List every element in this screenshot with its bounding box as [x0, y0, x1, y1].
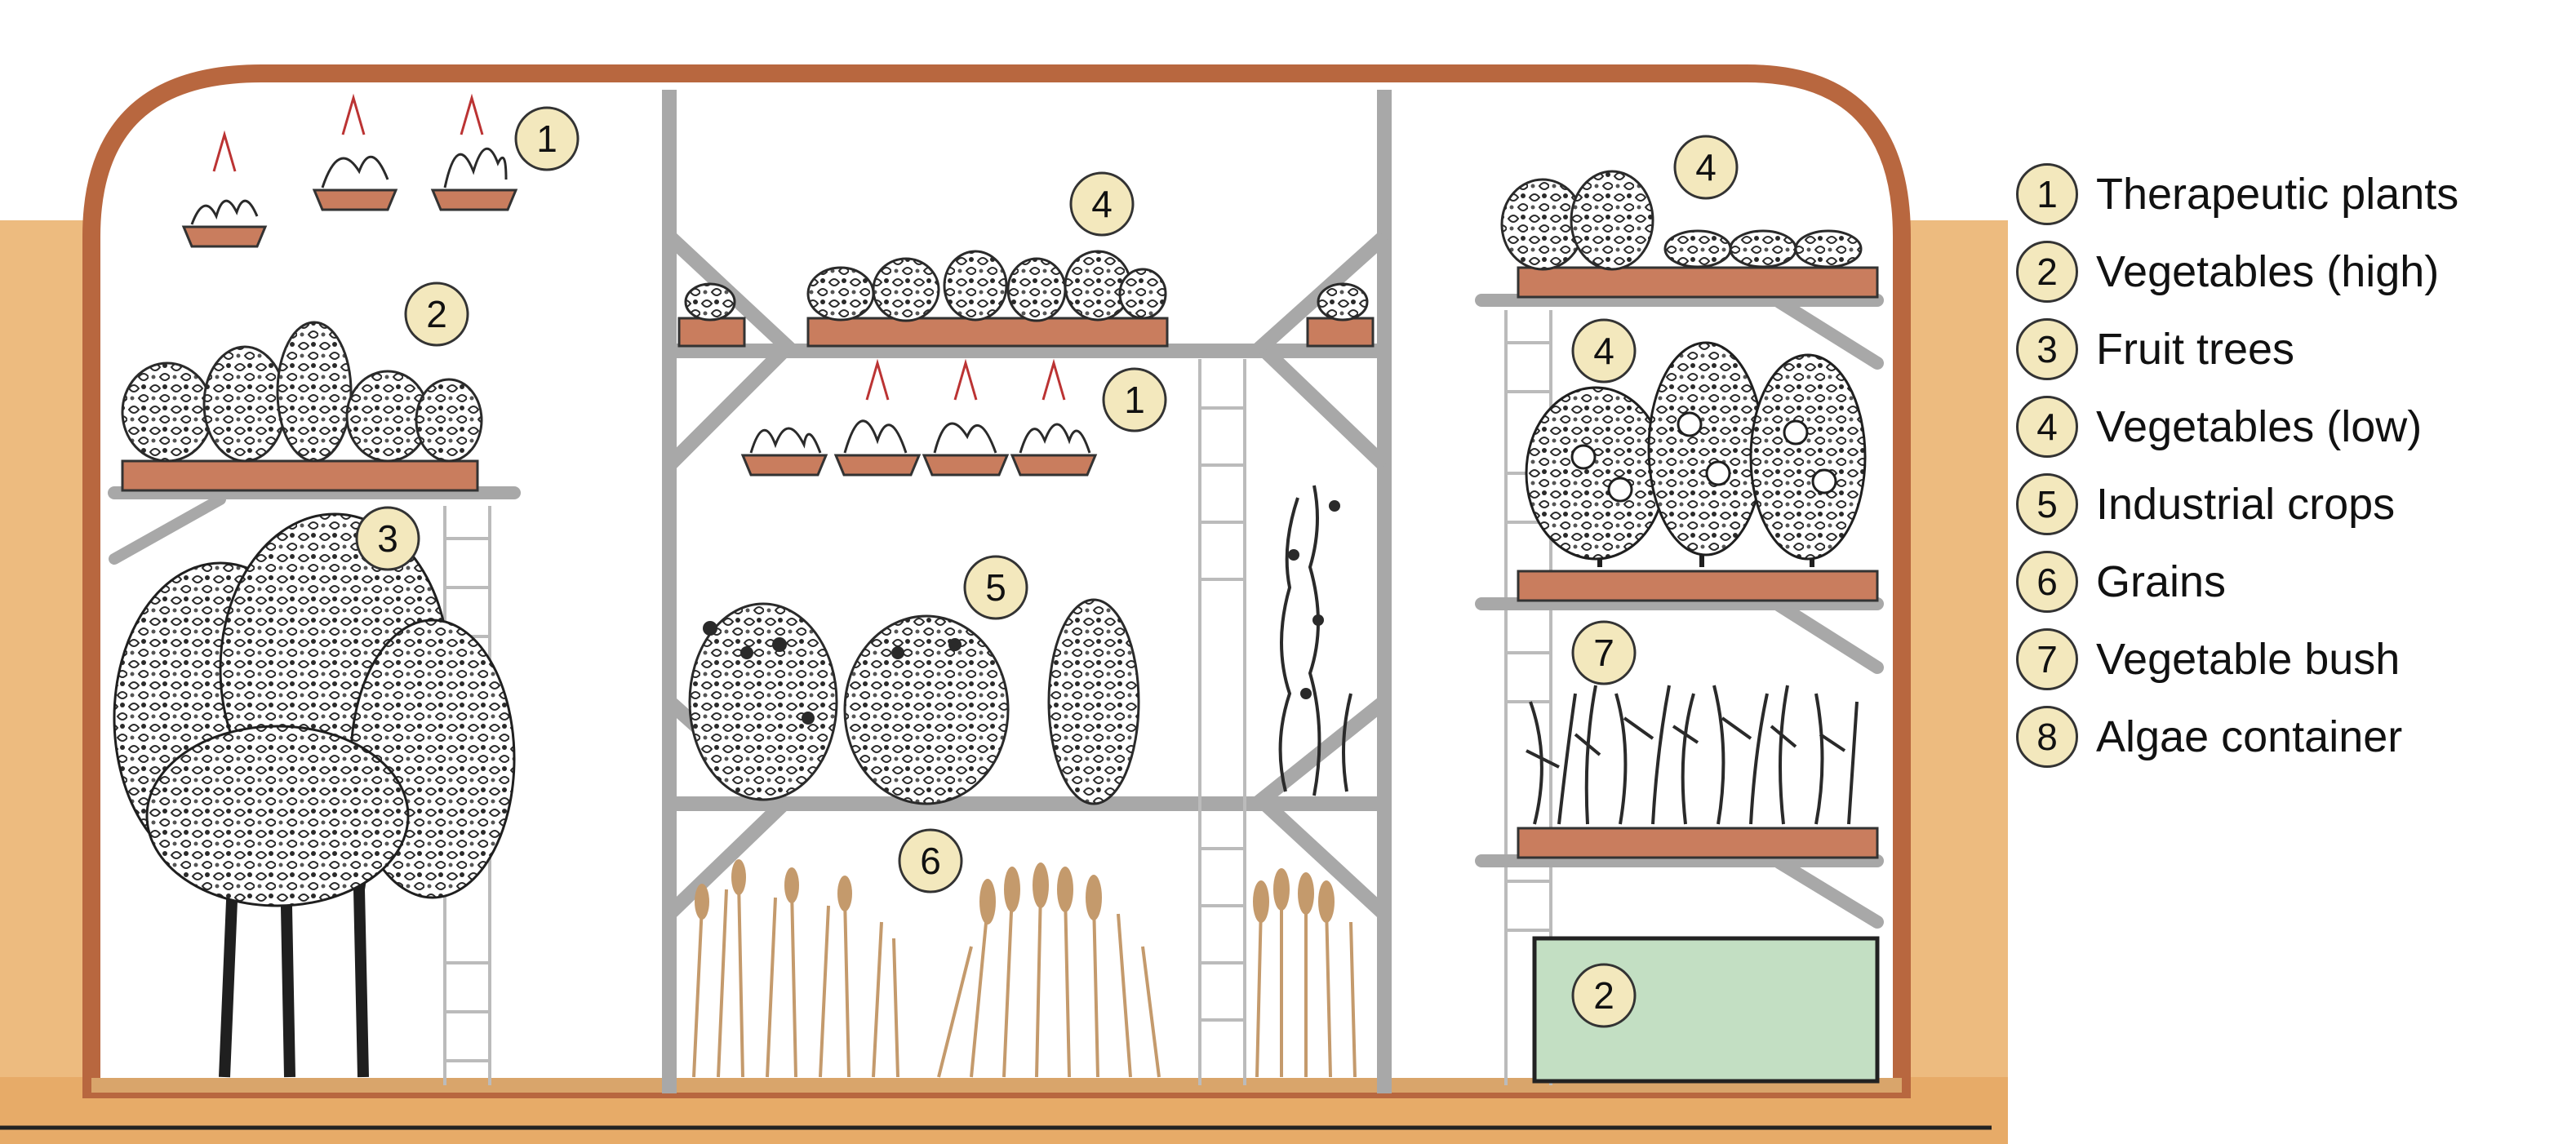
legend-number-badge: 5 [2016, 472, 2078, 535]
scene-marker: 5 [963, 555, 1028, 620]
scene-marker-number: 4 [1593, 330, 1614, 372]
legend-label: Algae container [2096, 712, 2403, 761]
scene-marker-number: 5 [985, 566, 1006, 609]
scene-marker: 2 [1571, 963, 1637, 1028]
central-frame [662, 90, 1392, 1093]
scene-marker: 4 [1069, 171, 1135, 237]
hanger-wires [212, 93, 1066, 401]
hanging-pot [181, 188, 1098, 477]
scene-marker: 1 [514, 106, 580, 171]
scene-marker-number: 1 [536, 118, 557, 160]
scene-marker-number: 3 [377, 517, 398, 560]
vegetables-high-right [1526, 685, 1859, 825]
legend-item: 3 Fruit trees [2016, 310, 2555, 388]
scene-marker-number: 7 [1593, 632, 1614, 674]
legend-item: 1 Therapeutic plants [2016, 155, 2555, 233]
vegetables-low-center [684, 250, 1369, 322]
grains [692, 859, 1357, 1078]
scene-marker: 1 [1102, 367, 1167, 432]
legend-number-badge: 1 [2016, 162, 2078, 225]
legend-label: Therapeutic plants [2096, 169, 2459, 219]
scene-marker: 3 [355, 506, 420, 571]
hanging-pots [181, 93, 1098, 477]
legend: 1 Therapeutic plants 2 Vegetables (high) 3 Fr… [2016, 155, 2555, 775]
legend-label: Industrial crops [2096, 479, 2396, 529]
scene-marker: 7 [1571, 620, 1637, 685]
scene-marker: 4 [1571, 318, 1637, 384]
legend-item: 7 Vegetable bush [2016, 620, 2555, 698]
legend-number-badge: 2 [2016, 240, 2078, 303]
right-planters [1517, 266, 1879, 859]
legend-number-badge: 4 [2016, 395, 2078, 458]
fruit-trees [113, 512, 516, 1078]
vegetables-low-right [1500, 170, 1863, 271]
legend-label: Vegetables (low) [2096, 401, 2423, 451]
legend-number-badge: 7 [2016, 627, 2078, 690]
scene-marker-number: 2 [1593, 974, 1614, 1017]
legend-item: 5 Industrial crops [2016, 465, 2555, 543]
scene-marker: 6 [898, 828, 963, 893]
legend-number-badge: 6 [2016, 550, 2078, 613]
legend-number-badge: 3 [2016, 317, 2078, 380]
right-shelves [1475, 294, 1884, 929]
vegetables-high-left [121, 321, 483, 463]
legend-label: Vegetable bush [2096, 634, 2401, 684]
legend-item: 2 Vegetables (high) [2016, 233, 2555, 310]
scene-marker-number: 4 [1091, 183, 1113, 225]
legend-item: 8 Algae container [2016, 698, 2555, 775]
left-shelf [108, 459, 521, 565]
scene-marker-number: 6 [920, 840, 941, 882]
industrial-crops [688, 485, 1352, 805]
scene-marker-number: 2 [426, 293, 447, 335]
scene-markers: 1 2 3 4 4 1 5 6 4 7 2 [355, 106, 1739, 1028]
ladder-center [1198, 359, 1246, 1085]
legend-item: 6 Grains [2016, 543, 2555, 620]
scene-marker-number: 1 [1124, 379, 1145, 421]
therapeutic-plants [190, 147, 1091, 454]
vegetable-bushes [1525, 341, 1867, 567]
legend-number-badge: 8 [2016, 705, 2078, 768]
legend-item: 4 Vegetables (low) [2016, 388, 2555, 465]
scene-marker: 4 [1673, 135, 1739, 200]
legend-label: Fruit trees [2096, 324, 2295, 374]
scene-marker: 2 [404, 282, 469, 347]
legend-label: Grains [2096, 556, 2227, 606]
legend-label: Vegetables (high) [2096, 246, 2440, 296]
scene-marker-number: 4 [1695, 146, 1717, 188]
